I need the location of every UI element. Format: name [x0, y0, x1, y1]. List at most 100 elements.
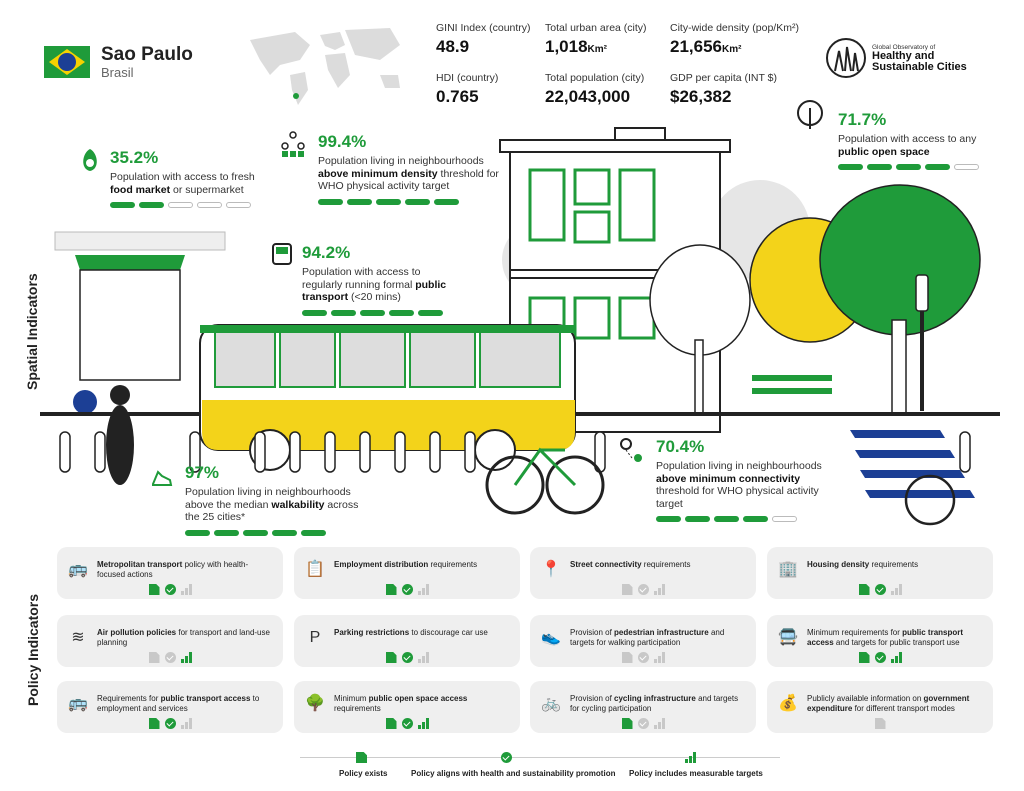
shoe-icon: 👟 [541, 629, 561, 646]
logo-top-text: Global Observatory of [872, 44, 936, 51]
policy-aligns-icon [164, 718, 176, 729]
policy-targets-icon [653, 652, 665, 663]
policy-card: 🚍 Minimum requirements for public transpo… [767, 615, 993, 667]
wind-icon: ≋ [71, 629, 85, 646]
indicator-open-space: 71.7% Population with access to any publ… [838, 110, 988, 170]
policy-card: 🚌 Metropolitan transport policy with heal… [57, 547, 283, 599]
policy-text: Metropolitan transport policy with healt… [97, 560, 249, 579]
policy-text: Employment distribution requirements [334, 560, 478, 569]
bus-icon: 🚌 [68, 695, 88, 712]
legend-check-icon [501, 752, 512, 763]
policy-targets-icon [180, 718, 192, 729]
city-name: Sao Paulo [101, 44, 193, 65]
bus-front-icon: 🚍 [778, 629, 798, 646]
street-scene-illustration [40, 127, 1000, 526]
progress-bar [110, 202, 260, 208]
policy-card: 💰 Publicly available information on gover… [767, 681, 993, 733]
policy-text: Publicly available information on govern… [807, 694, 970, 713]
policy-status [530, 584, 756, 595]
stat-gdp: GDP per capita (INT $) $26,382 [670, 72, 777, 106]
parking-icon: P [309, 629, 321, 646]
tree-icon [797, 100, 823, 129]
policy-exists-icon [385, 584, 397, 595]
buildings-icon: 🏢 [778, 561, 798, 578]
indicator-public-transport: 94.2% Population with access to regularl… [302, 243, 462, 316]
policy-exists-icon [148, 652, 160, 663]
sneaker-icon [152, 470, 173, 486]
policy-card: 🏢 Housing density requirements [767, 547, 993, 599]
indicator-food-market: 35.2% Population with access to fresh fo… [110, 148, 260, 208]
people-group-icon [281, 131, 305, 157]
avocado-icon [83, 149, 97, 171]
policy-targets-icon [417, 584, 429, 595]
policy-aligns-icon [637, 718, 649, 729]
policy-exists-icon [385, 718, 397, 729]
policy-exists-icon [858, 652, 870, 663]
bicycle-icon: 🚲 [541, 695, 561, 712]
policy-status [57, 584, 283, 595]
policy-card: 🚲 Provision of cycling infrastructure and… [530, 681, 756, 733]
progress-bar [838, 164, 988, 170]
policy-card: 🚌Requirements for public transport acces… [57, 681, 283, 733]
policy-exists-icon [621, 652, 633, 663]
policy-text: Air pollution policies for transport and… [97, 628, 270, 647]
policy-status [57, 652, 283, 663]
progress-bar [185, 529, 360, 536]
stat-urban-area: Total urban area (city) 1,018Km² [545, 22, 647, 56]
legend-exists: Policy exists [339, 769, 388, 778]
policy-targets-icon [653, 718, 665, 729]
policy-exists-icon [621, 718, 633, 729]
country-name: Brasil [101, 65, 134, 80]
policy-card: ≋ Air pollution policies for transport an… [57, 615, 283, 667]
policy-text: Minimum requirements for public transpor… [807, 628, 964, 647]
policy-aligns-icon [874, 584, 886, 595]
observatory-logo-icon [826, 38, 866, 78]
policy-targets-icon [180, 584, 192, 595]
bus-icon: 🚌 [68, 561, 88, 578]
stat-density: City-wide density (pop/Km²) 21,656Km² [670, 22, 799, 56]
legend-aligns: Policy aligns with health and sustainabi… [411, 769, 616, 778]
progress-bar [318, 198, 508, 205]
indicator-walkability: 97% Population living in neighbourhoods … [185, 463, 360, 536]
tree-icon: 🌳 [305, 695, 325, 712]
policy-card: P Parking restrictions to discourage car … [294, 615, 520, 667]
policy-exists-icon [148, 718, 160, 729]
indicator-connectivity: 70.4% Population living in neighbourhood… [656, 437, 846, 522]
stat-population: Total population (city) 22,043,000 [545, 72, 645, 106]
section-policy-label: Policy Indicators [25, 593, 41, 706]
money-bag-icon: 💰 [778, 695, 798, 712]
policy-exists-icon [874, 718, 886, 729]
stat-hdi: HDI (country) 0.765 [436, 72, 499, 106]
policy-status [767, 718, 993, 729]
indicator-density: 99.4% Population living in neighbourhood… [318, 132, 508, 205]
policy-text: Provision of pedestrian infrastructure a… [570, 628, 725, 647]
policy-aligns-icon [401, 718, 413, 729]
stat-gini: GINI Index (country) 48.9 [436, 22, 531, 56]
world-map-icon [250, 28, 400, 105]
policy-status [530, 718, 756, 729]
policy-text: Housing density requirements [807, 560, 919, 569]
policy-status [57, 718, 283, 729]
bus-front-icon [272, 243, 292, 265]
legend-chart-icon [685, 752, 696, 763]
policy-exists-icon [385, 652, 397, 663]
policy-card: 📍Street connectivity requirements [530, 547, 756, 599]
policy-targets-icon [890, 584, 902, 595]
legend-targets: Policy includes measurable targets [629, 769, 763, 778]
policy-exists-icon [858, 584, 870, 595]
policy-status [294, 652, 520, 663]
policy-text: Street connectivity requirements [570, 560, 691, 569]
policy-targets-icon [417, 718, 429, 729]
policy-card: 👟 Provision of pedestrian infrastructure … [530, 615, 756, 667]
brazil-flag [44, 46, 90, 78]
legend-document-icon [356, 752, 367, 763]
policy-status [294, 584, 520, 595]
policy-status [294, 718, 520, 729]
policy-targets-icon [653, 584, 665, 595]
section-spatial-label: Spatial Indicators [24, 273, 40, 390]
policy-aligns-icon [164, 652, 176, 663]
policy-status [530, 652, 756, 663]
policy-text: Parking restrictions to discourage car u… [334, 628, 488, 637]
policy-text: Provision of cycling infrastructure and … [570, 694, 739, 713]
legend-line [300, 757, 780, 758]
